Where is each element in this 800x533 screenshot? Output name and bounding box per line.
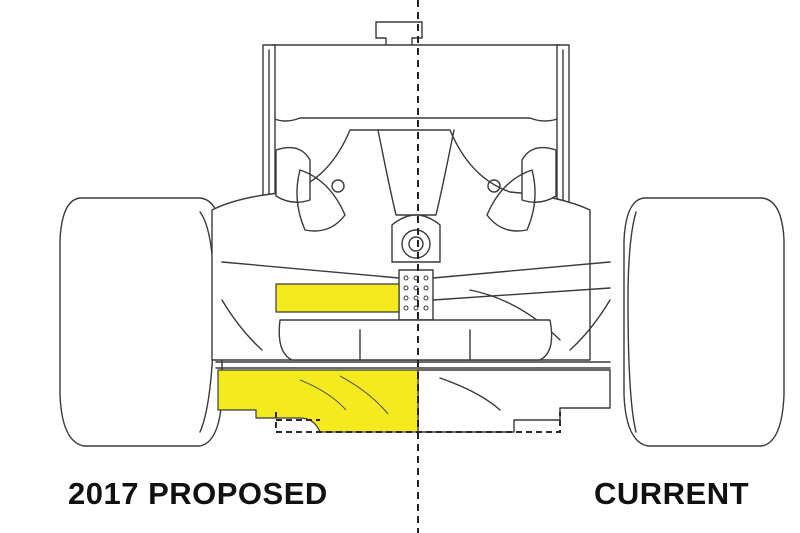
suspension-upper-right — [432, 261, 611, 279]
label-current: CURRENT — [594, 476, 750, 511]
rear-light-dots — [403, 275, 429, 311]
proposed-highlights — [217, 283, 419, 433]
rear-wing-main-plane — [271, 44, 561, 122]
left-tyre — [59, 197, 223, 447]
lower-body — [278, 319, 553, 361]
label-2017-proposed: 2017 PROPOSED — [68, 476, 328, 511]
left-body-hole — [331, 179, 345, 193]
right-sidepod-detail — [486, 169, 536, 232]
right-brake-duct — [569, 299, 611, 351]
proposed-floor-curve-2 — [299, 379, 347, 411]
crash-structure — [391, 214, 441, 263]
current-floor-curve — [439, 377, 501, 411]
rear-light-ring — [401, 229, 431, 259]
right-body-hole — [487, 179, 501, 193]
rear-light-inner — [408, 236, 424, 252]
right-cooling-outlet — [521, 146, 557, 203]
current-floor — [417, 369, 611, 433]
right-tyre — [623, 197, 785, 447]
suspension-upper-left — [221, 261, 400, 279]
proposed-rear-wing-lower-element — [275, 283, 400, 313]
left-sidepod-detail — [296, 169, 346, 232]
proposed-floor-curve — [339, 375, 389, 415]
left-cooling-outlet — [275, 146, 311, 203]
left-brake-duct — [221, 299, 263, 351]
proposed-diffuser-floor — [217, 369, 419, 433]
suspension-lower-right — [432, 287, 611, 301]
right-tyre-rim — [627, 211, 637, 433]
